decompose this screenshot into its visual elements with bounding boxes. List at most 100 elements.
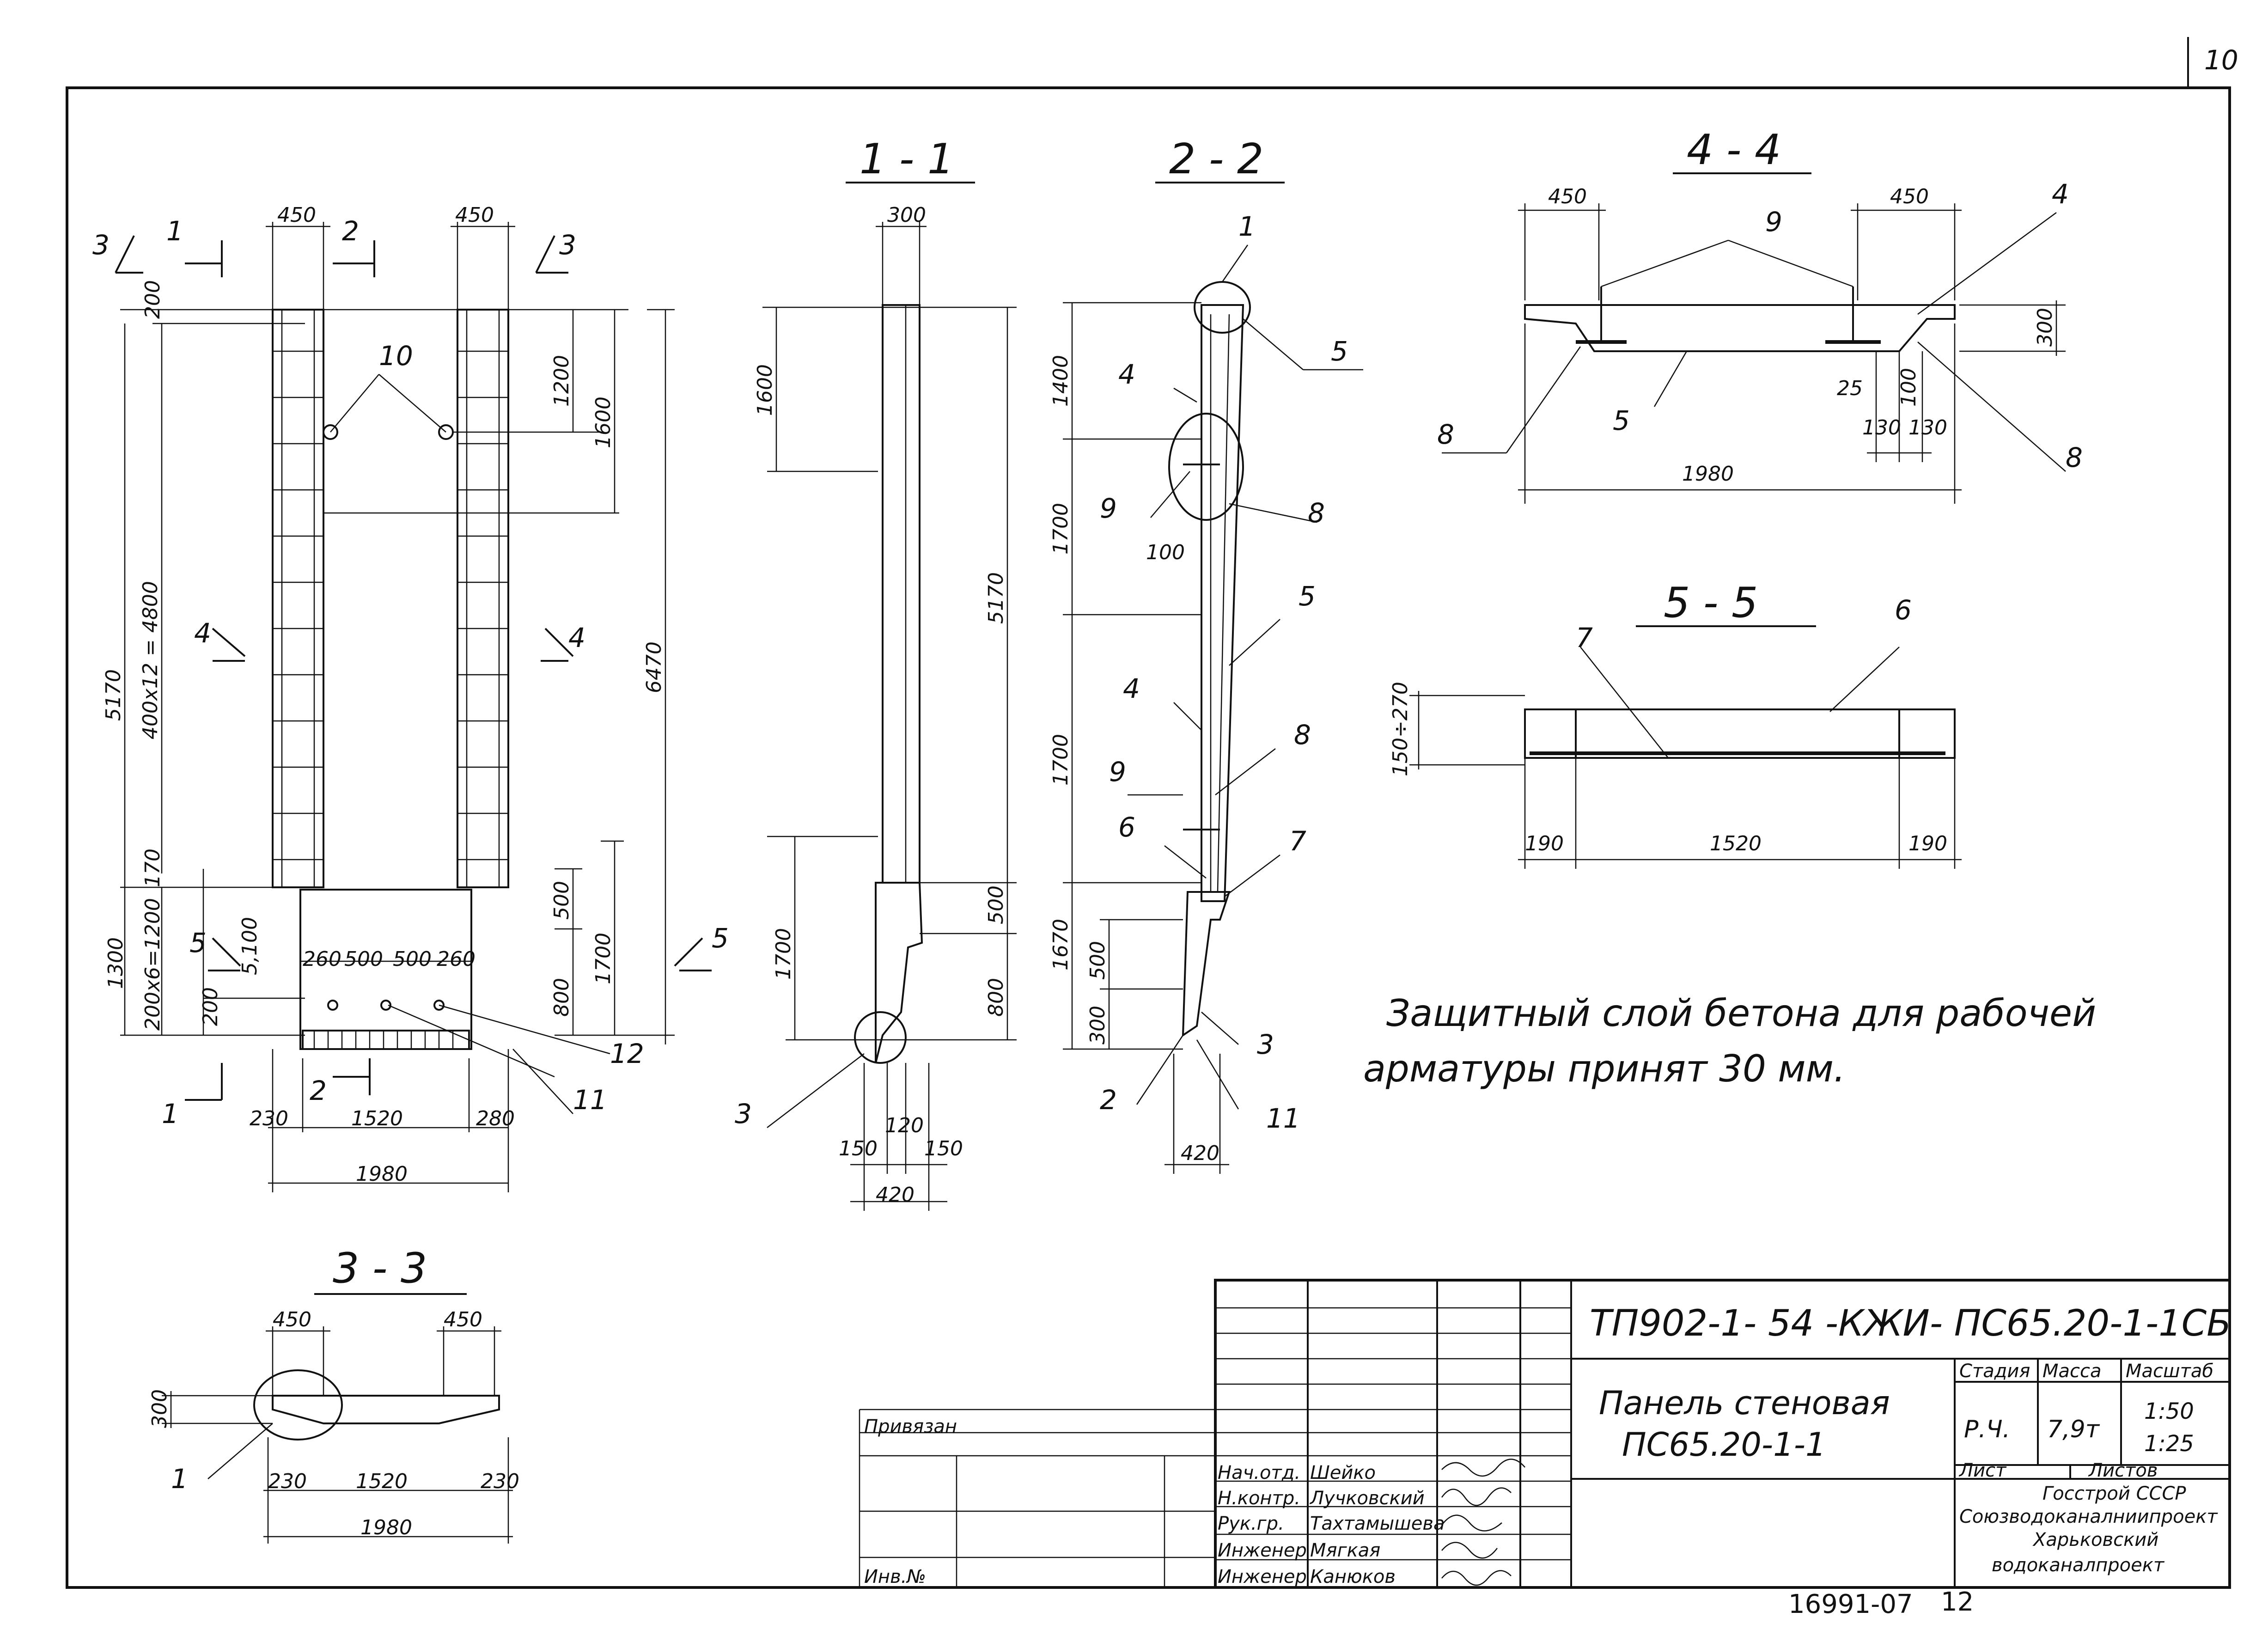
s22-pos-9a: 9 [1100,493,1117,524]
elev-d4800: 400x12 = 4800 [139,581,162,739]
s11-d120: 120 [885,1114,924,1137]
tb-signatures [1441,1459,1525,1586]
elev-d500: 500 [550,881,573,920]
elev-d5100: 5,100 [238,917,262,975]
s44-pos-8b: 8 [2066,442,2083,473]
tb-name-c: Тахтамышева [1310,1513,1445,1534]
tb-role-5: Инженер [1218,1566,1307,1587]
s44-d450a: 450 [1548,185,1587,208]
s22-pos-3: 3 [1257,1029,1274,1060]
tb-role-3: Рук.гр. [1218,1513,1284,1534]
s22-d1400: 1400 [1049,355,1073,407]
s11-d150a: 150 [839,1137,878,1160]
section-4-4: 4 - 4 450 450 300 25 [1437,126,2083,504]
s44-d300: 300 [2033,308,2057,347]
tb-sheet-header: Лист [1958,1460,2007,1481]
s33-d230b: 230 [481,1470,519,1493]
s33-d230a: 230 [268,1470,307,1493]
tb-inv: Инв.№ [864,1566,926,1587]
tb-role-4: Инженер [1218,1540,1307,1561]
s44-d450b: 450 [1890,185,1929,208]
s22-d500: 500 [1086,941,1110,980]
s44-pos-9: 9 [1765,206,1782,238]
tb-bound: Привязан [864,1416,957,1437]
s22-pos-4b: 4 [1123,673,1140,704]
section-1-1-title: 1 - 1 [860,135,954,183]
tb-mass: 7,9т [2047,1416,2100,1443]
s55-pos-7: 7 [1576,622,1593,653]
tb-name-b: Лучковский [1309,1488,1425,1509]
tb-scale-1: 1:50 [2144,1398,2194,1424]
s55-pos-6: 6 [1895,594,1912,626]
s33-d450b: 450 [444,1308,482,1331]
elev-d230: 230 [250,1107,288,1130]
elev-mark-5b: 5 [712,922,729,954]
elev-mark-3a: 3 [92,229,110,261]
s22-pos-8b: 8 [1294,719,1311,751]
tb-scale-header: Масштаб [2126,1361,2213,1382]
s22-d420: 420 [1181,1141,1219,1165]
elev-d1200: 1200 [550,355,573,407]
tb-org-2: Союзводоканалниипроект [1959,1506,2218,1527]
s22-pos-6: 6 [1118,812,1135,843]
elev-d260b: 260 [437,947,476,971]
elev-d170: 170 [141,848,165,887]
elev-pos-10: 10 [379,340,413,372]
elev-mark-4b: 4 [568,622,585,653]
elev-pos-12: 12 [610,1038,644,1069]
section-2-2: 2 - 2 [1049,135,1363,1174]
s22-pos-5b: 5 [1299,580,1316,612]
s22-d300: 300 [1086,1006,1110,1044]
s55-d190b: 190 [1908,832,1947,855]
tb-sheets-header: Листов [2088,1460,2158,1481]
s11-d150b: 150 [924,1137,963,1160]
s55-d1520: 1520 [1710,832,1762,855]
section-2-2-title: 2 - 2 [1169,135,1263,183]
s22-d100: 100 [1146,541,1185,564]
tb-code: ТП902-1- 54 -КЖИ- ПС65.20-1-1СБ [1590,1303,2231,1344]
s33-d300: 300 [148,1389,171,1428]
s11-d800: 800 [984,978,1008,1017]
tb-stage: Р.Ч. [1964,1416,2010,1443]
tb-sheet-no: 12 [1941,1587,1974,1617]
s11-d500: 500 [984,885,1008,924]
tb-name-2: ПС65.20-1-1 [1622,1426,1826,1464]
elev-mark-4a: 4 [194,617,211,649]
tb-role-1: Нач.отд. [1218,1462,1300,1483]
tb-name-d: Мягкая [1310,1540,1380,1561]
s33-d450a: 450 [273,1308,311,1331]
s11-d5170: 5170 [984,572,1008,624]
s22-pos-7: 7 [1289,825,1306,857]
s44-pos-5: 5 [1613,405,1630,436]
elev-mark-2a: 2 [342,215,359,247]
elev-d500b: 500 [393,947,432,971]
title-block: ТП902-1- 54 -КЖИ- ПС65.20-1-1СБ Панель с… [859,1279,2231,1619]
elev-mark-2b: 2 [310,1075,327,1106]
tb-name-e: Канюков [1310,1566,1396,1587]
tb-org-4: водоканалпроект [1992,1555,2165,1576]
s22-pos-2: 2 [1100,1084,1117,1116]
note-line-2: арматуры принят 30 мм. [1363,1047,1845,1090]
tb-mass-header: Масса [2042,1361,2102,1382]
section-5-5-title: 5 - 5 [1664,579,1758,627]
s33-d1980: 1980 [360,1516,412,1539]
s44-d130b: 130 [1908,416,1947,439]
tb-name-1: Панель стеновая [1599,1384,1890,1422]
elev-mark-5a: 5 [189,927,207,958]
elev-d500a: 500 [344,947,383,971]
s44-d25: 25 [1837,377,1863,400]
s55-d150: 150÷270 [1389,682,1412,776]
elev-d450b: 450 [455,203,494,227]
s33-d1520: 1520 [356,1470,408,1493]
elev-d1980: 1980 [356,1162,408,1186]
elev-d280: 280 [476,1107,515,1130]
tb-scale-2: 1:25 [2144,1431,2194,1457]
elev-d6470: 6470 [642,641,666,693]
elev-pos-11: 11 [573,1084,607,1116]
elev-d5170: 5170 [102,669,125,721]
section-3-3: 3 - 3 450 450 300 230 1520 230 1980 1 [148,1244,519,1544]
section-1-1: 1 - 1 300 1600 5170 [735,135,1017,1211]
elev-mark-1a: 1 [166,215,183,247]
s44-pos-4: 4 [2052,178,2069,210]
